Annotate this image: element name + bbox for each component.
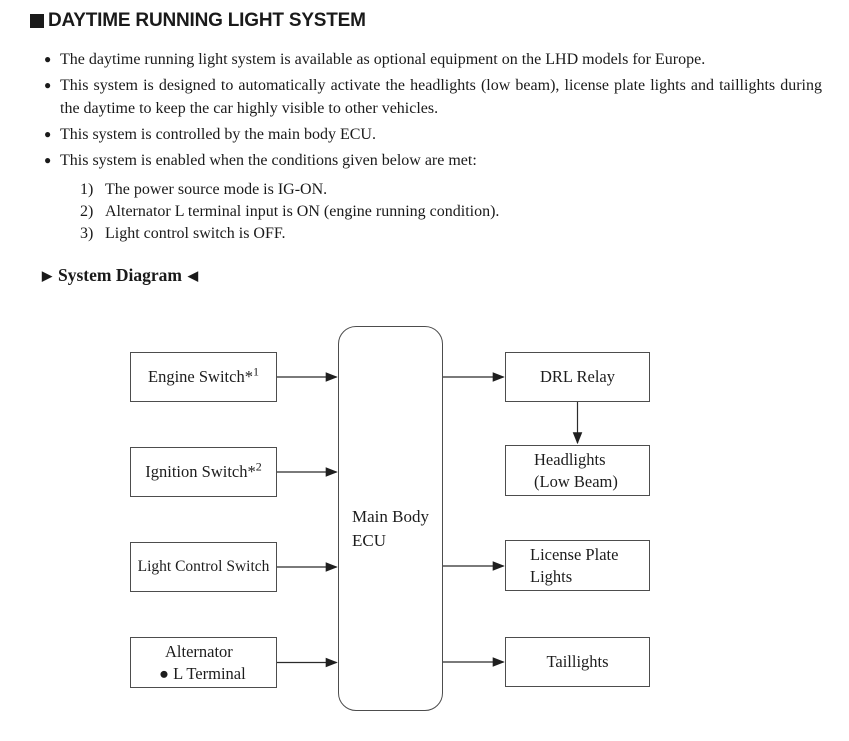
title-square-icon [30, 14, 44, 28]
diagram-box-main-body-ecu: Main Body ECU [338, 326, 443, 711]
box-label-text: Ignition Switch* [145, 462, 256, 481]
condition-item: 3) Light control switch is OFF. [80, 223, 780, 245]
bullet-item: ● The daytime running light system is av… [44, 48, 822, 71]
bullet-item: ● This system is designed to automatical… [44, 74, 822, 120]
diagram-box-light-control-switch: Light Control Switch [130, 542, 277, 592]
condition-text: Light control switch is OFF. [105, 225, 286, 242]
box-label-text: Engine Switch* [148, 367, 253, 386]
diagram-box-license-plate-lights: License Plate Lights [505, 540, 650, 591]
bullet-item: ● This system is enabled when the condit… [44, 149, 822, 172]
bullet-text: This system is enabled when the conditio… [60, 152, 477, 169]
section-heading-text: System Diagram [58, 265, 182, 285]
diagram-box-headlights: Headlights (Low Beam) [505, 445, 650, 496]
condition-item: 2) Alternator L terminal input is ON (en… [80, 201, 780, 223]
bullet-text: This system is controlled by the main bo… [60, 126, 376, 143]
page-title: DAYTIME RUNNING LIGHT SYSTEM [30, 10, 366, 32]
diagram-box-taillights: Taillights [505, 637, 650, 687]
diagram-box-drl-relay: DRL Relay [505, 352, 650, 402]
box-label: Ignition Switch*2 [145, 459, 262, 482]
bullet-item: ● This system is controlled by the main … [44, 123, 822, 146]
condition-text: The power source mode is IG-ON. [105, 181, 328, 198]
condition-number: 2) [80, 203, 94, 220]
box-label-line: (Low Beam) [534, 471, 618, 491]
condition-text: Alternator L terminal input is ON (engin… [105, 203, 500, 220]
box-label: Engine Switch*1 [148, 364, 259, 387]
triangle-right-icon: ▶ [42, 268, 52, 283]
condition-item: 1) The power source mode is IG-ON. [80, 179, 780, 201]
condition-number: 1) [80, 181, 94, 198]
bullet-text: The daytime running light system is avai… [60, 51, 706, 68]
bullet-icon: ● [44, 78, 52, 92]
box-label: DRL Relay [540, 367, 615, 386]
bullet-text: This system is designed to automatically… [60, 77, 822, 117]
condition-number: 3) [80, 225, 94, 242]
diagram-box-ignition-switch: Ignition Switch*2 [130, 447, 277, 497]
box-label-line: Headlights [534, 449, 606, 469]
box-label-line: Lights [530, 566, 573, 586]
box-label-line: ● L Terminal [159, 663, 246, 683]
bullet-icon: ● [44, 153, 52, 167]
box-label-line: License Plate [530, 544, 619, 564]
box-label-line: ECU [352, 531, 386, 550]
box-label-line: Alternator [165, 641, 233, 661]
diagram-box-alternator: Alternator ● L Terminal [130, 637, 277, 688]
box-label: Light Control Switch [137, 558, 270, 575]
box-label-line: Main Body [352, 507, 429, 526]
bullet-icon: ● [44, 52, 52, 66]
bullet-icon: ● [44, 127, 52, 141]
page-title-text: DAYTIME RUNNING LIGHT SYSTEM [48, 10, 366, 31]
diagram-box-engine-switch: Engine Switch*1 [130, 352, 277, 402]
footnote-superscript: 1 [252, 364, 259, 379]
box-label: Taillights [546, 652, 609, 671]
triangle-left-icon: ◀ [187, 268, 198, 283]
ecu-label: Main Body ECU [352, 505, 429, 553]
section-heading: ▶ System Diagram ◀ [42, 265, 198, 286]
footnote-superscript: 2 [255, 459, 262, 474]
